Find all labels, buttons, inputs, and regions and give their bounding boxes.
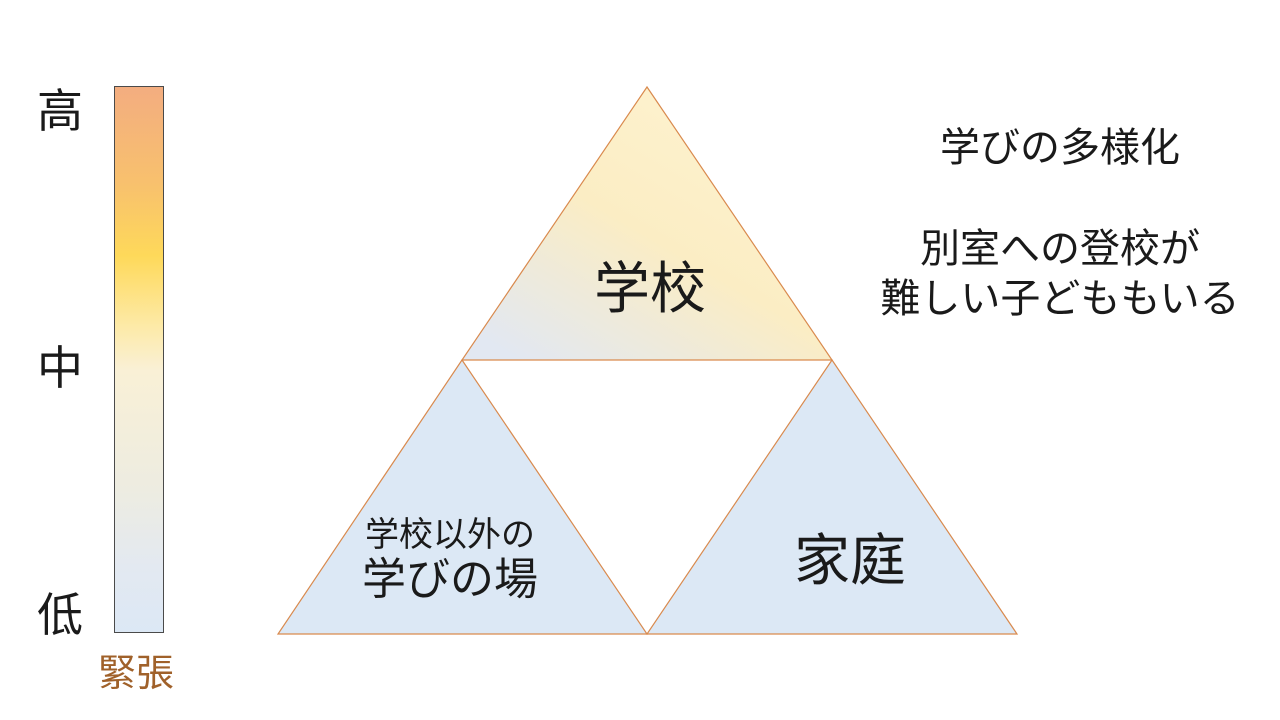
tension-high-label: 高: [37, 84, 83, 138]
tension-mid-label: 中: [37, 341, 83, 395]
note-line2: 難しい子どももいる: [880, 276, 1240, 322]
tension-caption: 緊張: [98, 651, 175, 695]
note-body: 別室への登校が 難しい子どももいる: [850, 224, 1270, 324]
other-learning-triangle: [276, 358, 649, 635]
other-learning-label: 学校以外の 学びの場: [330, 515, 570, 606]
home-triangle: [645, 358, 1019, 635]
other-learning-line1: 学校以外の: [365, 515, 535, 555]
school-triangle: [460, 85, 834, 361]
other-learning-line2: 学びの場: [362, 554, 538, 606]
diversification-title: 学びの多様化: [940, 125, 1180, 171]
home-label: 家庭: [794, 529, 906, 594]
note-line1: 別室への登校が: [920, 226, 1200, 272]
tension-low-label: 低: [37, 588, 83, 642]
tension-gradient-bar: [114, 86, 164, 633]
school-label: 学校: [594, 257, 706, 322]
